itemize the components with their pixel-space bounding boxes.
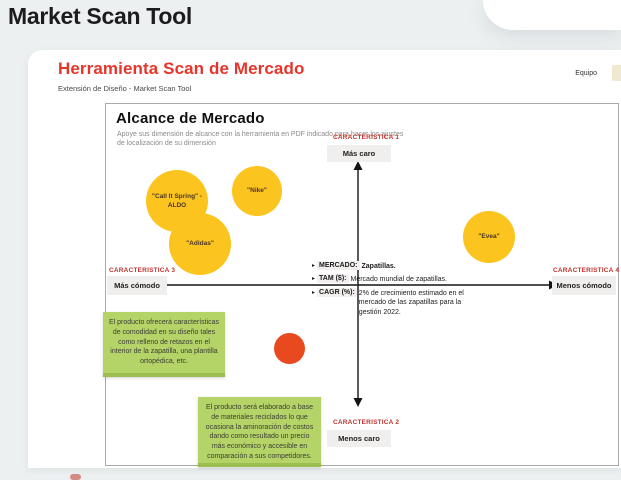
team-badge[interactable] (612, 65, 621, 81)
bottom-red-mark (70, 474, 81, 480)
canvas-subtitle: Apoye sus dimensión de alcance con la he… (117, 131, 404, 148)
product-marker-dot[interactable] (274, 333, 305, 364)
bullet-icon: ▸ (312, 289, 316, 296)
market-info-label: CAGR (%): (317, 287, 357, 297)
bubble-adidas[interactable]: "Adidas" (169, 213, 231, 275)
market-info-mercado: ▸ MERCADO: Zapatillas. (312, 261, 464, 271)
bubble-evea[interactable]: "Evea" (463, 211, 515, 263)
sticky-note-comfort[interactable]: El producto ofrecerá características de … (103, 312, 225, 377)
market-info-block[interactable]: ▸ MERCADO: Zapatillas. ▸ TAM ($): Mercad… (312, 261, 464, 320)
bubble-nike[interactable]: "Nike" (232, 166, 282, 216)
axis-label-top: CARACTERISTICA 1 (333, 134, 400, 141)
canvas-title: Alcance de Mercado (116, 110, 265, 127)
market-info-tam: ▸ TAM ($): Mercado mundial de zapatillas… (312, 274, 464, 284)
market-info-text: Mercado mundial de zapatillas. (350, 276, 448, 284)
main-card: Herramienta Scan de Mercado Extensión de… (28, 50, 621, 468)
market-info-label: MERCADO: (317, 261, 360, 270)
axis-value-top[interactable]: Más caro (327, 145, 391, 162)
market-info-text: 2% de crecimiento estimado en el mercado… (358, 289, 464, 316)
axis-value-left[interactable]: Más cómodo (107, 276, 167, 295)
team-label[interactable]: Equipo (575, 70, 597, 77)
breadcrumb[interactable]: Extensión de Diseño - Market Scan Tool (58, 84, 192, 93)
corner-decoration (483, 0, 621, 30)
bullet-icon: ▸ (312, 276, 316, 283)
tool-title: Herramienta Scan de Mercado (58, 59, 305, 78)
axis-label-right: CARACTERISTICA 4 (553, 267, 620, 274)
page-title: Market Scan Tool (8, 3, 192, 29)
market-info-text: Zapatillas. (361, 263, 396, 270)
axis-label-left: CARACTERISTICA 3 (109, 267, 176, 274)
quadrant-axes (158, 161, 558, 407)
arrow-up-icon (353, 161, 363, 170)
axis-label-bottom: CARACTERISTICA 2 (333, 419, 400, 426)
market-info-cagr: ▸ CAGR (%): 2% de crecimiento estimado e… (312, 287, 464, 317)
arrow-down-icon (353, 398, 363, 407)
market-scope-canvas: Alcance de Mercado Apoye sus dimensión d… (103, 103, 620, 467)
axis-value-bottom[interactable]: Menos caro (327, 430, 391, 447)
axis-value-right[interactable]: Menos cómodo (552, 276, 616, 295)
sticky-note-price[interactable]: El producto será elaborado a base de mat… (198, 397, 321, 467)
bullet-icon: ▸ (312, 263, 316, 269)
market-info-label: TAM ($): (317, 274, 349, 284)
